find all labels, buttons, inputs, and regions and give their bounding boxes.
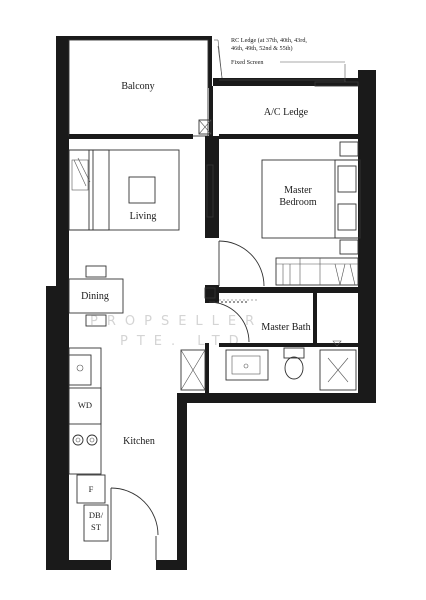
room-dining: Dining: [81, 291, 109, 302]
db-st-cabinet: [83, 504, 109, 542]
label-fridge: F: [89, 484, 94, 494]
label-wd: WD: [78, 400, 92, 410]
fridge: [76, 474, 106, 504]
label-db-st-2: ST: [91, 522, 102, 532]
dining-table: [68, 265, 124, 327]
room-master-bedroom-1: Master: [284, 185, 312, 196]
shower: [180, 349, 206, 391]
room-ac-ledge: A/C Ledge: [264, 107, 309, 118]
bath-door-swing: [208, 301, 250, 343]
note-fixed-screen: Fixed Screen: [231, 59, 263, 66]
watermark-line1: PROPSELLER: [90, 314, 263, 329]
vanity: [225, 349, 269, 381]
door-stop-box: [204, 287, 216, 299]
washer-dryer: [68, 387, 102, 425]
label-db-st-1: DB/: [89, 510, 104, 520]
outer-walls: [46, 36, 376, 570]
entrance-door-swing: [110, 487, 159, 536]
shower-box: [319, 349, 357, 391]
shower-head-icon: [332, 340, 342, 347]
coffee-table: [128, 176, 156, 204]
bed: [261, 141, 361, 255]
bedroom-door-swing: [218, 240, 265, 287]
rc-ledge-leader: [217, 39, 223, 79]
kitchen-counter: [68, 347, 102, 475]
room-kitchen: Kitchen: [123, 436, 155, 447]
room-living: Living: [130, 211, 157, 222]
toilet: [283, 347, 305, 380]
watermark-line2: PTE. LTD.: [120, 334, 261, 349]
interior-walls: [69, 86, 358, 398]
room-master-bath: Master Bath: [261, 322, 310, 333]
room-master-bedroom-2: Bedroom: [279, 197, 316, 208]
shaft-box: [198, 119, 212, 135]
wardrobe: [275, 257, 359, 286]
note-rc-ledge-1: RC Ledge (at 37th, 40th, 43rd,: [231, 37, 307, 44]
tv-console: [206, 164, 214, 218]
sofa: [68, 149, 180, 231]
note-rc-ledge-2: 46th, 49th, 52nd & 55th): [231, 45, 293, 52]
room-balcony: Balcony: [121, 81, 154, 92]
